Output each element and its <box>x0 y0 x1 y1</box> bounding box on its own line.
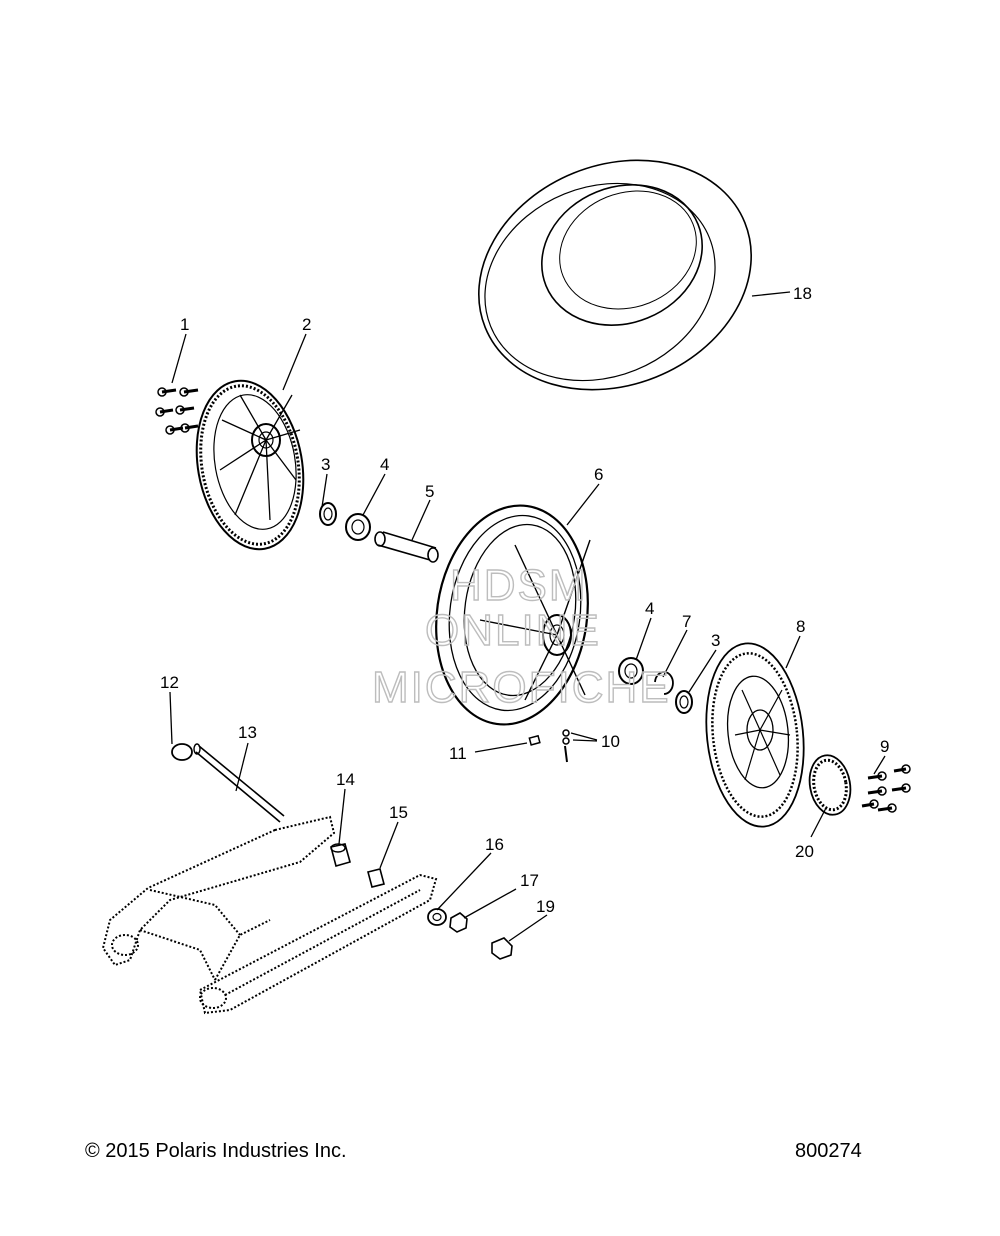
callout-2: 2 <box>302 315 311 334</box>
callout-3-right: 3 <box>711 631 720 650</box>
seal-left <box>319 502 337 526</box>
callout-9: 9 <box>880 737 889 756</box>
seal-right <box>675 690 693 714</box>
callout-1: 1 <box>180 315 189 334</box>
callout-11: 11 <box>449 744 467 763</box>
callout-14: 14 <box>336 770 355 789</box>
callout-7: 7 <box>682 612 691 631</box>
disc-bolts <box>861 764 911 813</box>
nut <box>449 912 468 933</box>
bushing <box>330 843 351 867</box>
callout-13: 13 <box>238 723 257 742</box>
callout-4-left: 4 <box>380 455 389 474</box>
callout-3-left: 3 <box>321 455 330 474</box>
washer <box>427 908 447 926</box>
swingarm <box>101 815 438 1015</box>
callout-5: 5 <box>425 482 434 501</box>
spacer-tube <box>374 531 439 563</box>
watermark-line-3: MICROFICHE <box>372 663 671 712</box>
callout-19: 19 <box>536 897 555 916</box>
rear-axle <box>193 743 285 823</box>
brake-disc <box>705 642 805 828</box>
spacer-bushing <box>367 868 385 888</box>
tone-ring <box>808 754 852 816</box>
bearing-right <box>618 657 644 685</box>
document-number: 800274 <box>795 1140 862 1162</box>
copyright-notice: © 2015 Polaris Industries Inc. <box>85 1140 347 1162</box>
valve-parts <box>528 729 570 763</box>
callout-18: 18 <box>793 284 812 303</box>
pulley-bolts <box>155 387 199 435</box>
rear-wheel <box>435 504 591 726</box>
callouts: 1 2 3 4 5 6 4 7 3 8 9 10 11 12 13 14 15 … <box>160 284 889 916</box>
watermark-line-2: ONLINE <box>425 606 601 655</box>
axle-washer <box>171 743 193 761</box>
callout-16: 16 <box>485 835 504 854</box>
callout-17: 17 <box>520 871 539 890</box>
callout-6: 6 <box>594 465 603 484</box>
tire <box>478 159 752 391</box>
leader-lines <box>169 291 886 942</box>
callout-8: 8 <box>796 617 805 636</box>
watermark-line-1: HDSM <box>450 561 588 610</box>
bearing-left <box>345 513 371 541</box>
callout-15: 15 <box>389 803 408 822</box>
callout-4-right: 4 <box>645 599 654 618</box>
callout-12: 12 <box>160 673 179 692</box>
rear-pulley <box>195 379 305 551</box>
callout-20: 20 <box>795 842 814 861</box>
cap <box>491 937 513 960</box>
watermark: HDSM ONLINE MICROFICHE <box>371 560 671 712</box>
snap-ring <box>654 671 674 695</box>
callout-10: 10 <box>601 732 620 751</box>
